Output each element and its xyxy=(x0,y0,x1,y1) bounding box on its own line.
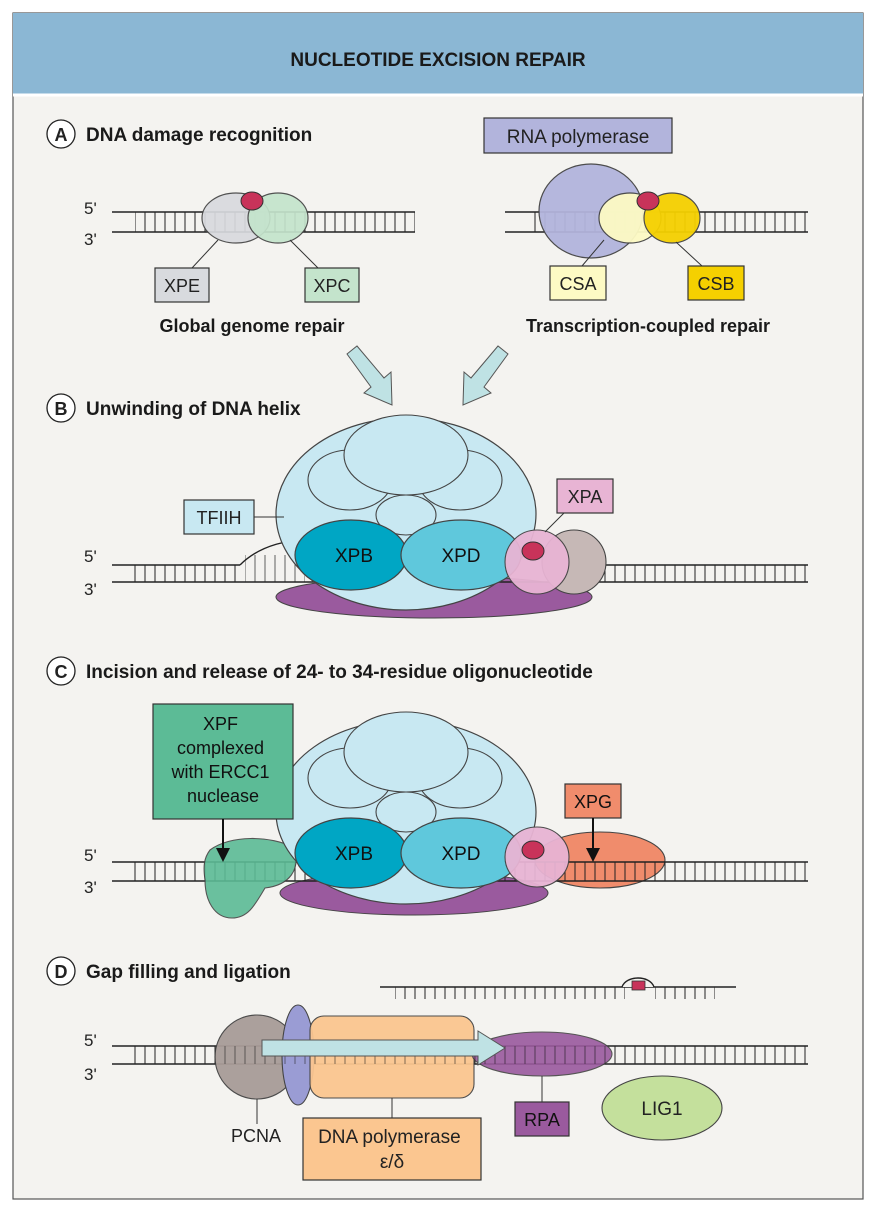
tfiih-subunit xyxy=(343,414,469,496)
oligo-rungs xyxy=(655,987,715,999)
xpa-label: XPA xyxy=(568,487,603,507)
xpf-line-2: complexed xyxy=(177,738,264,758)
csb-label: CSB xyxy=(697,274,734,294)
strand-5-label: 5' xyxy=(84,1031,97,1050)
xpf-protein xyxy=(203,837,297,919)
csa-label: CSA xyxy=(559,274,596,294)
panel-d-letter: D xyxy=(55,962,68,982)
panel-d-heading: Gap filling and ligation xyxy=(86,962,291,983)
xpc-label: XPC xyxy=(313,276,350,296)
panel-c-heading: Incision and release of 24- to 34-residu… xyxy=(86,662,593,683)
title-bar xyxy=(13,13,863,95)
lig1-protein xyxy=(601,1075,723,1141)
csb-box xyxy=(687,265,745,301)
xpf-line-1: XPF xyxy=(203,714,238,734)
dna-lesion xyxy=(636,191,660,211)
tfiih-box xyxy=(183,499,255,535)
dna-polymerase-line-2: ε/δ xyxy=(380,1152,404,1173)
dna-lesion xyxy=(240,191,264,211)
xpe-label: XPE xyxy=(164,276,200,296)
strand-5-label: 5' xyxy=(84,846,97,865)
panel-d-badge xyxy=(46,956,76,986)
xpf-line-4: nuclease xyxy=(187,786,259,806)
dna-lesion xyxy=(521,840,545,860)
panel-a-letter: A xyxy=(55,125,68,145)
strand-3-label: 3' xyxy=(84,878,97,897)
pcna-label: PCNA xyxy=(231,1126,281,1146)
panel-b: B Unwinding of DNA helix 5' 3' XPB XPD X… xyxy=(46,393,808,619)
strand-5-label: 5' xyxy=(84,199,97,218)
strand-5-label: 5' xyxy=(84,547,97,566)
strand-3-label: 3' xyxy=(84,230,97,249)
tfiih-subunit xyxy=(343,711,469,793)
global-genome-repair-label: Global genome repair xyxy=(159,316,344,336)
arrow-down-right xyxy=(346,345,393,406)
dna-polymerase-box xyxy=(302,1117,482,1181)
xpc-box xyxy=(304,267,360,303)
panel-c: C Incision and release of 24- to 34-resi… xyxy=(46,656,808,919)
tfiih-label: TFIIH xyxy=(197,508,242,528)
panel-a: A DNA damage recognition 5' 3' XPE XPC G… xyxy=(46,117,808,406)
xpf-box xyxy=(152,703,294,820)
dna-polymerase-label: DNA polymerase ε/δ xyxy=(318,1127,466,1173)
panel-b-heading: Unwinding of DNA helix xyxy=(86,399,301,420)
tfiih-subunit xyxy=(375,791,437,833)
xpe-box xyxy=(154,267,210,303)
rpa-label: RPA xyxy=(524,1110,560,1130)
xpc-protein xyxy=(247,192,309,244)
rna-polymerase-label: RNA polymerase xyxy=(507,127,650,148)
transcription-coupled-repair-label: Transcription-coupled repair xyxy=(526,316,770,336)
rna-polymerase-box xyxy=(483,117,673,154)
xpg-incision-arrow xyxy=(586,848,600,862)
panel-b-badge xyxy=(46,393,76,423)
panel-c-badge xyxy=(46,656,76,686)
rpa-box xyxy=(514,1101,570,1137)
tfiih-subunit xyxy=(375,494,437,536)
dna-rungs xyxy=(600,565,808,582)
xpd-label: XPD xyxy=(441,844,480,865)
panel-a-heading: DNA damage recognition xyxy=(86,125,312,146)
xpf-line-3: with ERCC1 xyxy=(170,762,269,782)
dna-lesion xyxy=(521,541,545,561)
csa-box xyxy=(549,265,607,301)
xpa-box xyxy=(556,478,614,514)
xpf-incision-arrow xyxy=(216,848,230,862)
xpb-label: XPB xyxy=(335,546,373,567)
xpb-label: XPB xyxy=(335,844,373,865)
strand-3-label: 3' xyxy=(84,1065,97,1084)
panel-b-letter: B xyxy=(55,399,68,419)
oligo-rungs xyxy=(395,987,625,999)
figure-title: NUCLEOTIDE EXCISION REPAIR xyxy=(290,50,586,71)
strand-3-label: 3' xyxy=(84,580,97,599)
panel-c-letter: C xyxy=(55,662,68,682)
dna-lesion xyxy=(631,980,646,991)
xpd-label: XPD xyxy=(441,546,480,567)
lig1-label: LIG1 xyxy=(641,1099,682,1120)
panel-a-badge xyxy=(46,119,76,149)
arrow-down-left xyxy=(462,345,509,406)
panel-d: D Gap filling and ligation 5' 3' PCNA DN… xyxy=(46,956,808,1181)
dna-polymerase-line-1: DNA polymerase xyxy=(318,1127,461,1148)
dna-rungs xyxy=(130,565,240,582)
synthesis-arrow xyxy=(261,1030,506,1066)
xpg-label: XPG xyxy=(574,792,612,812)
xpf-label: XPF complexed with ERCC1 nuclease xyxy=(170,714,274,806)
xpa-protein xyxy=(504,529,570,595)
